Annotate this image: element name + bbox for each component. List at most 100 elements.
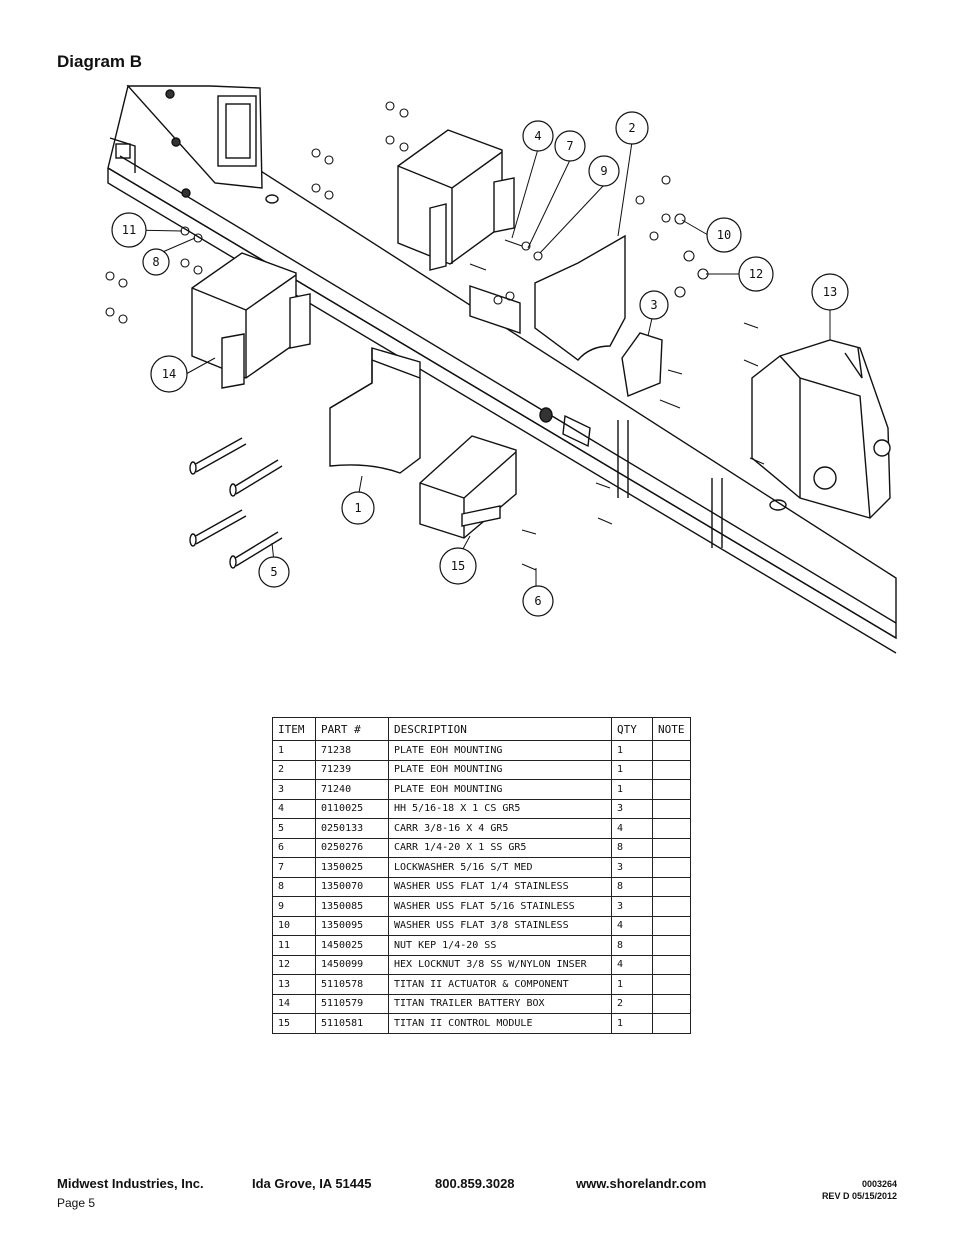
carriage-bolts bbox=[189, 437, 283, 569]
cell-part-number: 71240 bbox=[315, 779, 389, 800]
mounting-plate-1 bbox=[329, 347, 421, 474]
cell-description: HH 5/16-18 X 1 CS GR5 bbox=[388, 798, 612, 819]
cell-part-number: 1350070 bbox=[315, 876, 389, 897]
cell-note bbox=[652, 896, 691, 917]
page-title: Diagram B bbox=[57, 52, 143, 71]
header-note: NOTE bbox=[652, 717, 691, 741]
cell-description: TITAN TRAILER BATTERY BOX bbox=[388, 993, 612, 1014]
cell-note bbox=[652, 798, 691, 819]
revision-date: REV D 05/15/2012 bbox=[821, 1191, 897, 1201]
cell-item: 15 bbox=[272, 1013, 316, 1034]
cell-qty: 1 bbox=[611, 1013, 653, 1034]
cell-note bbox=[652, 993, 691, 1014]
cell-note bbox=[652, 1013, 691, 1034]
cell-item: 2 bbox=[272, 759, 316, 780]
cell-part-number: 5110579 bbox=[315, 993, 389, 1014]
callout-14 bbox=[150, 355, 188, 393]
cell-item: 10 bbox=[272, 915, 316, 936]
cell-description: PLATE EOH MOUNTING bbox=[388, 740, 612, 761]
cell-item: 8 bbox=[272, 876, 316, 897]
callout-11 bbox=[111, 212, 147, 248]
callout-9 bbox=[588, 155, 620, 187]
cell-description: NUT KEP 1/4-20 SS bbox=[388, 935, 612, 956]
cell-part-number: 71239 bbox=[315, 759, 389, 780]
cell-description: TITAN II CONTROL MODULE bbox=[388, 1013, 612, 1034]
cell-qty: 8 bbox=[611, 935, 653, 956]
document-number: 0003264 bbox=[861, 1179, 897, 1189]
callout-15 bbox=[439, 547, 477, 585]
callout-7 bbox=[554, 130, 586, 162]
table-header-row: ITEM PART # DESCRIPTION QTY NOTE bbox=[272, 717, 691, 741]
cell-note bbox=[652, 818, 691, 839]
cell-note bbox=[652, 974, 691, 995]
footer-city: Ida Grove, IA 51445 bbox=[252, 1176, 372, 1191]
cell-part-number: 0250133 bbox=[315, 818, 389, 839]
cell-part-number: 1450099 bbox=[315, 954, 389, 975]
cell-item: 13 bbox=[272, 974, 316, 995]
cell-description: WASHER USS FLAT 1/4 STAINLESS bbox=[388, 876, 612, 897]
cell-description: TITAN II ACTUATOR & COMPONENT bbox=[388, 974, 612, 995]
cell-item: 14 bbox=[272, 993, 316, 1014]
cell-qty: 1 bbox=[611, 779, 653, 800]
battery-box-right bbox=[397, 129, 503, 265]
callout-label: 9 bbox=[600, 164, 607, 178]
cell-part-number: 0110025 bbox=[315, 798, 389, 819]
cell-qty: 8 bbox=[611, 837, 653, 858]
callout-label: 10 bbox=[717, 228, 731, 242]
actuator bbox=[751, 339, 891, 519]
mounting-plate-2 bbox=[534, 234, 626, 361]
callout-label: 11 bbox=[122, 223, 136, 237]
cell-qty: 1 bbox=[611, 740, 653, 761]
cell-qty: 3 bbox=[611, 896, 653, 917]
callout-label: 13 bbox=[823, 285, 837, 299]
cell-item: 11 bbox=[272, 935, 316, 956]
callout-bubbles bbox=[111, 111, 849, 617]
callout-label: 14 bbox=[162, 367, 176, 381]
cell-qty: 3 bbox=[611, 798, 653, 819]
footer-phone: 800.859.3028 bbox=[435, 1176, 515, 1191]
cell-description: WASHER USS FLAT 5/16 STAINLESS bbox=[388, 896, 612, 917]
leader-lines bbox=[129, 141, 831, 590]
callout-label: 4 bbox=[534, 129, 541, 143]
cell-part-number: 1350025 bbox=[315, 857, 389, 878]
callout-6 bbox=[522, 585, 554, 617]
cell-description: PLATE EOH MOUNTING bbox=[388, 759, 612, 780]
callout-label: 3 bbox=[650, 298, 657, 312]
cell-qty: 4 bbox=[611, 915, 653, 936]
cell-part-number: 1450025 bbox=[315, 935, 389, 956]
header-item: ITEM bbox=[272, 717, 316, 741]
callout-3 bbox=[639, 290, 669, 320]
cell-note bbox=[652, 935, 691, 956]
cell-qty: 4 bbox=[611, 818, 653, 839]
callout-8 bbox=[142, 248, 170, 276]
callout-label: 2 bbox=[628, 121, 635, 135]
callout-5 bbox=[258, 556, 290, 588]
cell-qty: 2 bbox=[611, 993, 653, 1014]
cell-part-number: 1350095 bbox=[315, 915, 389, 936]
mounting-plate-3 bbox=[621, 332, 663, 397]
cell-note bbox=[652, 779, 691, 800]
callout-1 bbox=[341, 491, 375, 525]
cell-qty: 3 bbox=[611, 857, 653, 878]
hardware bbox=[105, 101, 765, 571]
exploded-assembly-diagram: 1 2 3 4 5 6 7 8 9 10 11 12 13 14 15 bbox=[105, 84, 897, 654]
cell-qty: 1 bbox=[611, 759, 653, 780]
cell-item: 4 bbox=[272, 798, 316, 819]
cell-part-number: 0250276 bbox=[315, 837, 389, 858]
cell-description: LOCKWASHER 5/16 S/T MED bbox=[388, 857, 612, 878]
cell-note bbox=[652, 915, 691, 936]
cell-item: 1 bbox=[272, 740, 316, 761]
cell-qty: 1 bbox=[611, 974, 653, 995]
cell-item: 6 bbox=[272, 837, 316, 858]
callout-label: 12 bbox=[749, 267, 763, 281]
callout-label: 1 bbox=[354, 501, 361, 515]
callout-label: 7 bbox=[566, 139, 573, 153]
